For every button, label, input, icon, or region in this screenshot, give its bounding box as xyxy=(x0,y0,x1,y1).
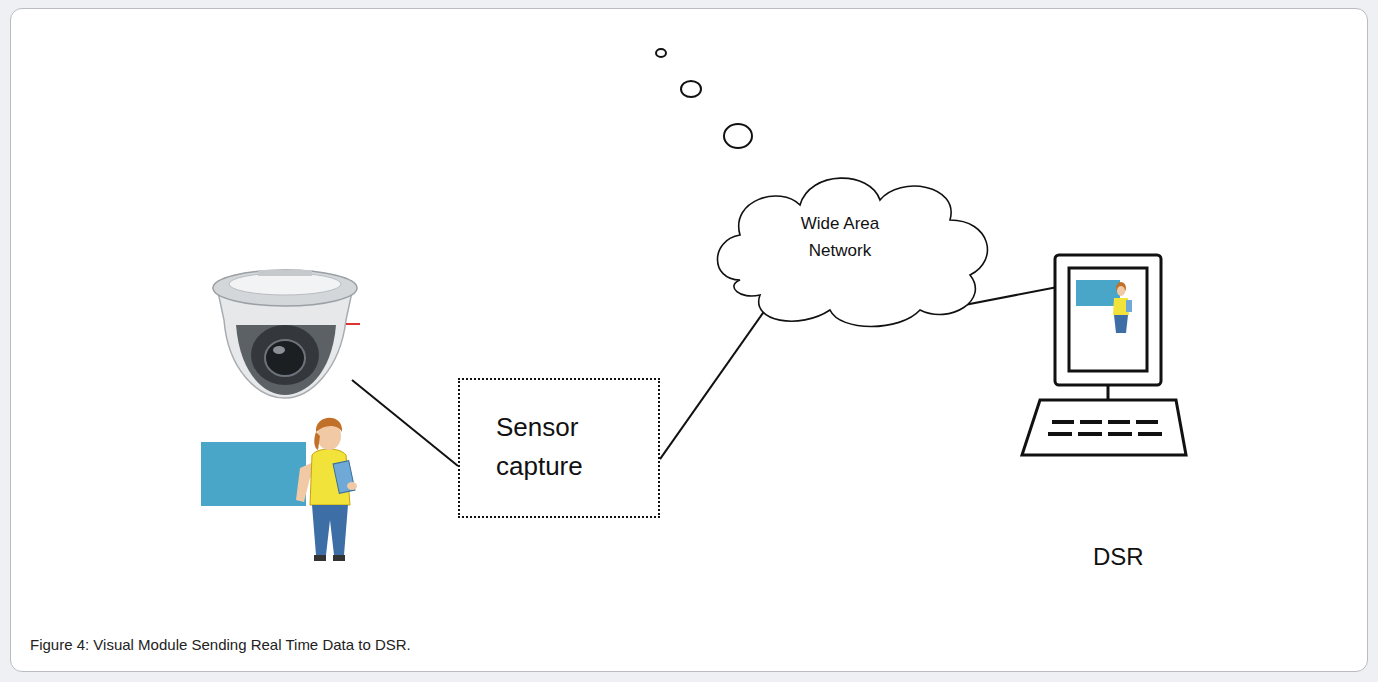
sensor-capture-box: Sensor capture xyxy=(458,378,660,518)
cloud-shape xyxy=(718,178,988,326)
network-cloud: Wide Area Network xyxy=(700,160,1000,330)
cloud-label: Wide Area Network xyxy=(780,210,900,264)
figure-caption: Figure 4: Visual Module Sending Real Tim… xyxy=(30,636,411,653)
camera-wire xyxy=(352,380,458,466)
thought-bubbles xyxy=(656,49,752,148)
computer xyxy=(1022,255,1186,455)
connector-stroke xyxy=(660,305,769,460)
box-label: Sensor capture xyxy=(496,408,626,486)
presenter-figure xyxy=(201,418,357,561)
connector-line xyxy=(660,305,769,460)
image-ground xyxy=(195,38,1190,572)
dome-camera xyxy=(213,270,360,398)
computer-node: DSR xyxy=(1055,255,1161,385)
computer-label: DSR xyxy=(1093,543,1144,571)
